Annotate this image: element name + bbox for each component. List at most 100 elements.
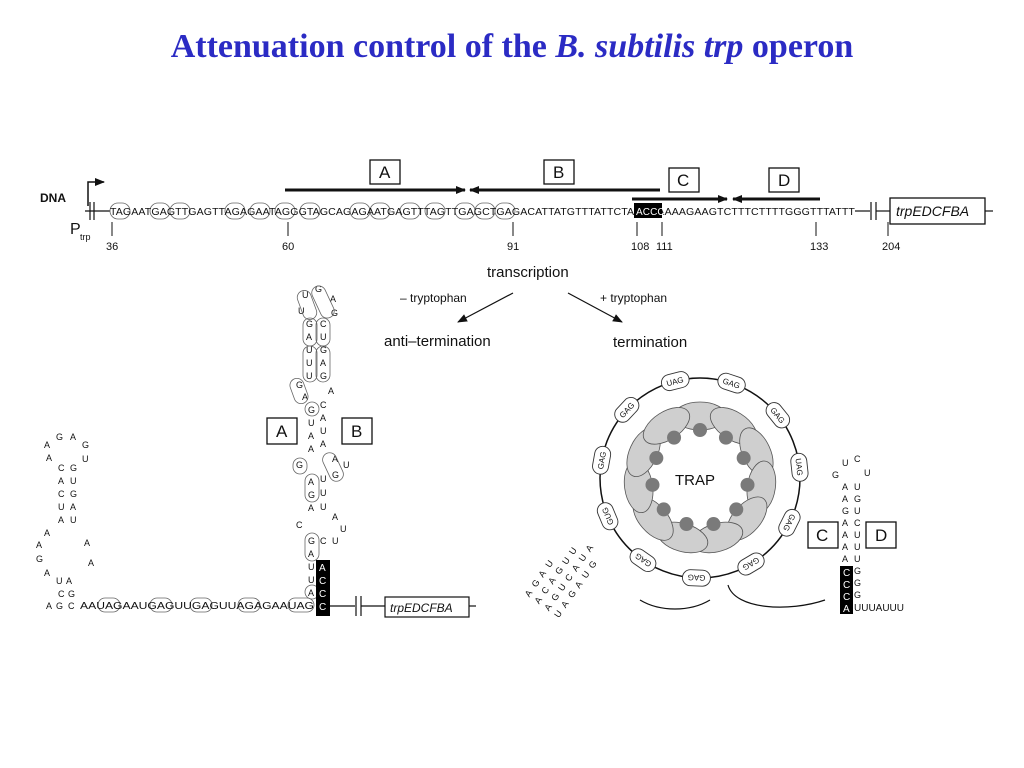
term-box-d-label: D	[875, 526, 887, 545]
svg-text:A: A	[570, 563, 582, 574]
anti-termination-arrow	[457, 292, 514, 323]
svg-text:G: G	[842, 506, 849, 516]
svg-text:A: A	[46, 601, 52, 611]
region-a-label: A	[379, 163, 391, 182]
dna-sequence: TAGAATGAGTTGAGTTAGAGAATAGGGTAGCAGAGAATGA…	[110, 207, 855, 218]
svg-text:G: G	[332, 470, 339, 480]
svg-text:G: G	[854, 578, 861, 588]
svg-text:GAG: GAG	[596, 451, 608, 470]
anti-box-b-label: B	[351, 422, 362, 441]
svg-text:A: A	[330, 294, 336, 304]
svg-text:U: U	[320, 332, 327, 342]
svg-text:U: U	[302, 290, 309, 300]
svg-text:G: G	[56, 601, 63, 611]
position-label: 111	[656, 241, 673, 253]
svg-text:G: G	[549, 591, 561, 602]
svg-text:A: A	[44, 568, 50, 578]
position-label: 60	[282, 241, 294, 253]
svg-text:U: U	[577, 552, 589, 563]
svg-text:A: A	[332, 512, 338, 522]
svg-text:G: G	[36, 554, 43, 564]
svg-text:U: U	[854, 554, 861, 564]
dna-label: DNA	[40, 191, 66, 205]
svg-text:U: U	[58, 502, 65, 512]
anti-termination-label: anti–termination	[384, 333, 491, 350]
svg-text:A: A	[58, 515, 64, 525]
accc-letter-3: C	[319, 589, 326, 600]
accc-letter-4: C	[319, 602, 326, 613]
term-box-c-label: C	[816, 526, 828, 545]
svg-text:A: A	[44, 528, 50, 538]
svg-text:A: A	[842, 554, 848, 564]
ring-triplet: GAG	[614, 397, 640, 423]
svg-text:A: A	[308, 477, 314, 487]
svg-text:C: C	[320, 319, 327, 329]
region-d-box: D	[768, 167, 800, 193]
region-b-label: B	[553, 163, 564, 182]
svg-text:U: U	[82, 454, 89, 464]
svg-text:U: U	[308, 562, 315, 572]
svg-text:G: G	[296, 380, 303, 390]
svg-text:A: A	[523, 588, 535, 599]
ring-triplet: UAG	[660, 371, 690, 392]
svg-text:C: C	[58, 589, 65, 599]
trap-protein	[623, 401, 777, 554]
svg-text:A: A	[842, 518, 848, 528]
tryptophan-ball	[706, 517, 721, 532]
svg-text:U: U	[70, 476, 77, 486]
tail-ovals	[97, 597, 315, 613]
region-c-label: C	[677, 171, 689, 190]
termination-arrow	[567, 292, 623, 323]
plus-tryptophan-label: + tryptophan	[600, 291, 667, 305]
svg-text:A: A	[542, 602, 554, 613]
svg-text:U: U	[56, 576, 63, 586]
anti-box-a: A	[266, 417, 298, 445]
region-c-box: C	[668, 167, 700, 193]
svg-text:G: G	[854, 566, 861, 576]
svg-text:A: A	[46, 453, 52, 463]
svg-text:U: U	[308, 418, 315, 428]
ring-triplet: GAG	[681, 569, 711, 587]
tryptophan-ball	[693, 423, 707, 437]
anti-gene-box	[384, 596, 470, 618]
position-label: 108	[631, 241, 649, 253]
slide-title: Attenuation control of the B. subtilis t…	[0, 28, 1024, 66]
svg-text:C: C	[854, 454, 861, 464]
term-tail-sequence: UUUAUUU	[854, 603, 904, 614]
svg-text:C: C	[320, 400, 327, 410]
svg-text:A: A	[302, 392, 308, 402]
svg-text:G: G	[56, 432, 63, 442]
svg-text:U: U	[864, 468, 871, 478]
svg-text:U: U	[320, 502, 327, 512]
svg-text:A: A	[84, 538, 90, 548]
svg-text:G: G	[308, 405, 315, 415]
stem-ovals	[289, 285, 344, 600]
svg-text:A: A	[328, 386, 334, 396]
ring-triplet: GAG	[778, 508, 801, 537]
ccca-letter-3: C	[843, 592, 850, 603]
svg-text:U: U	[567, 545, 579, 556]
transcription-label: transcription	[487, 264, 569, 281]
anti-box-a-label: A	[276, 422, 288, 441]
tryptophan-ball	[679, 517, 694, 532]
svg-text:G: G	[331, 308, 338, 318]
gene-label: trpEDCFBA	[896, 203, 969, 219]
svg-text:U: U	[854, 530, 861, 540]
trap-label: TRAP	[675, 472, 715, 489]
svg-text:G: G	[306, 319, 313, 329]
svg-text:A: A	[308, 503, 314, 513]
svg-text:A: A	[546, 575, 558, 586]
svg-text:U: U	[332, 536, 339, 546]
svg-text:U: U	[854, 542, 861, 552]
svg-text:U: U	[343, 460, 350, 470]
svg-text:C: C	[539, 584, 551, 595]
ccca-letter-2: C	[843, 580, 850, 591]
svg-text:C: C	[296, 520, 303, 530]
